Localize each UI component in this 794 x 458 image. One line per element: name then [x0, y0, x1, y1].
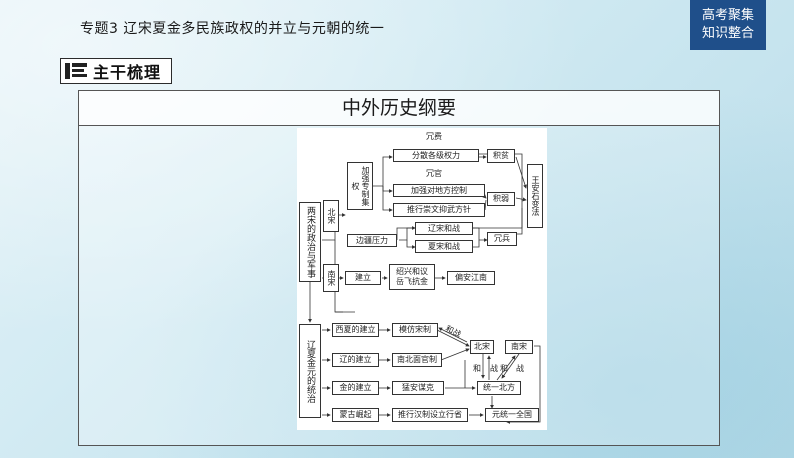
section-title: 主干梳理 [93, 63, 162, 82]
node-jiaqiang-difang: 加强对地方控制 [393, 184, 485, 197]
badge-line-2: 知识整合 [701, 26, 754, 41]
node-liao: 辽的建立 [332, 353, 379, 367]
node-tuixing-chongwen: 推行崇文抑武方针 [393, 203, 485, 217]
summary-badge[interactable]: 高考聚集 知识整合 [690, 0, 766, 50]
node-xiasong: 夏宋和战 [415, 240, 473, 253]
node-bianjiang: 边疆压力 [347, 234, 397, 247]
node-mengan: 猛安谋克 [392, 381, 444, 395]
label-shaoxing-heyi: 绍兴和议 [396, 267, 428, 276]
node-beisong: 北宋 [323, 200, 339, 232]
node-jianli: 建立 [345, 271, 381, 285]
node-shaoxing: 绍兴和议 岳飞抗金 [389, 264, 435, 290]
node-jiruo: 积弱 [487, 192, 515, 206]
label-he: 和 [473, 364, 481, 373]
node-liaosong: 辽宋和战 [415, 222, 473, 235]
knowledge-diagram: 两宋的政治与军事 辽夏金元的统治 北宋 南宋 加强专制集权 冗费 分散各级权力 … [297, 128, 547, 430]
node-jiaqiang: 加强专制集权 [347, 162, 373, 210]
topic-title: 专题3 辽宋夏金多民族政权的并立与元朝的统一 [80, 21, 385, 37]
node-pianan: 偏安江南 [447, 271, 495, 285]
section-header: 主干梳理 [60, 58, 172, 84]
node-menggu: 蒙古崛起 [332, 408, 379, 422]
label-zhan-2: 战 [516, 364, 524, 373]
node-xixia: 西夏的建立 [332, 323, 379, 337]
label-zhan: 战 [490, 364, 498, 373]
node-wanganshi: 王安石变法 [527, 164, 543, 228]
node-beisong-right: 北宋 [470, 340, 494, 354]
node-mofang: 模仿宋制 [392, 323, 438, 337]
node-nansong-left: 南宋 [323, 264, 339, 292]
label-rongfei: 冗费 [426, 132, 442, 141]
node-nanbei: 南北面官制 [392, 353, 442, 367]
list-icon [65, 62, 87, 80]
node-liao-xia-jin-yuan: 辽夏金元的统治 [299, 324, 321, 418]
node-yuan-tongyi: 元统一全国 [485, 408, 539, 422]
node-tongyi-beifang: 统一北方 [477, 381, 521, 395]
node-two-song-politics: 两宋的政治与军事 [299, 202, 321, 282]
panel-title: 中外历史纲要 [79, 91, 719, 126]
node-jin: 金的建立 [332, 381, 379, 395]
node-nansong-right: 南宋 [505, 340, 533, 354]
badge-line-1: 高考聚集 [701, 8, 754, 23]
label-yuefei: 岳飞抗金 [396, 277, 428, 286]
node-hanzhi: 推行汉制设立行省 [392, 408, 468, 422]
label-rongguan: 冗官 [426, 169, 442, 178]
node-jipin: 积贫 [487, 149, 515, 163]
node-rongbing: 冗兵 [487, 232, 517, 246]
node-fensan: 分散各级权力 [393, 149, 479, 162]
label-he-2: 和 [500, 364, 508, 373]
